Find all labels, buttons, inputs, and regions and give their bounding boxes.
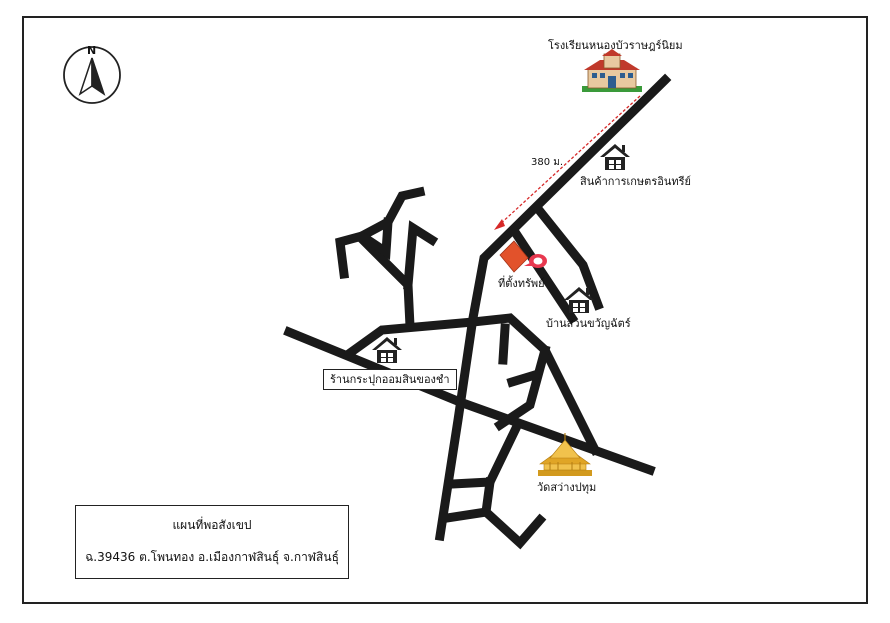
north-label: N xyxy=(87,44,97,57)
road-east-2 xyxy=(508,225,579,325)
road-nw-2 xyxy=(403,220,439,290)
north-compass-icon xyxy=(63,46,121,104)
distance-label: 380 ม. xyxy=(531,157,564,168)
organic-shop-label: สินค้าการเกษตรอินทรีย์ xyxy=(580,175,691,188)
property-label: ที่ตั้งทรัพย์ xyxy=(498,277,545,290)
road-cross-long xyxy=(283,326,656,476)
road-upper-horizontal xyxy=(343,313,602,457)
road-south-3 xyxy=(441,506,492,524)
road-inner-loop-1 xyxy=(493,344,551,432)
school-label: โรงเรียนหนองบัวราษฎร์นิยม xyxy=(548,39,683,52)
house-icon xyxy=(372,337,402,363)
property-plot xyxy=(499,240,529,273)
route-arrow xyxy=(494,95,641,230)
legend-location: ฉ.39436 ต.โพนทอง อ.เมืองกาฬสินธุ์ จ.กาฬส… xyxy=(85,550,339,564)
road-inner-loop-3 xyxy=(498,323,510,365)
road-network xyxy=(283,73,672,550)
road-nw-1 xyxy=(352,186,426,331)
legend-box: แผนที่พอสังเขป ฉ.39436 ต.โพนทอง อ.เมืองก… xyxy=(75,505,349,579)
house-label: บ้านสวนขวัญฉัตร์ xyxy=(546,317,631,330)
temple-icon xyxy=(538,433,592,476)
road-east-1 xyxy=(532,203,604,311)
house-icon xyxy=(564,287,594,313)
location-pin-icon xyxy=(524,254,547,268)
school-icon xyxy=(582,49,642,92)
road-inner-loop-2 xyxy=(506,369,541,388)
road-south-1 xyxy=(447,417,525,489)
store-label: ร้านกระปุกออมสินของชำ xyxy=(323,369,457,391)
road-nw-3 xyxy=(335,217,393,280)
legend-title: แผนที่พอสังเขป xyxy=(172,518,252,532)
house-icon xyxy=(600,144,630,170)
temple-label: วัดสว่างปทุม xyxy=(537,481,597,494)
road-south-2 xyxy=(481,476,547,550)
map-frame xyxy=(22,16,868,604)
